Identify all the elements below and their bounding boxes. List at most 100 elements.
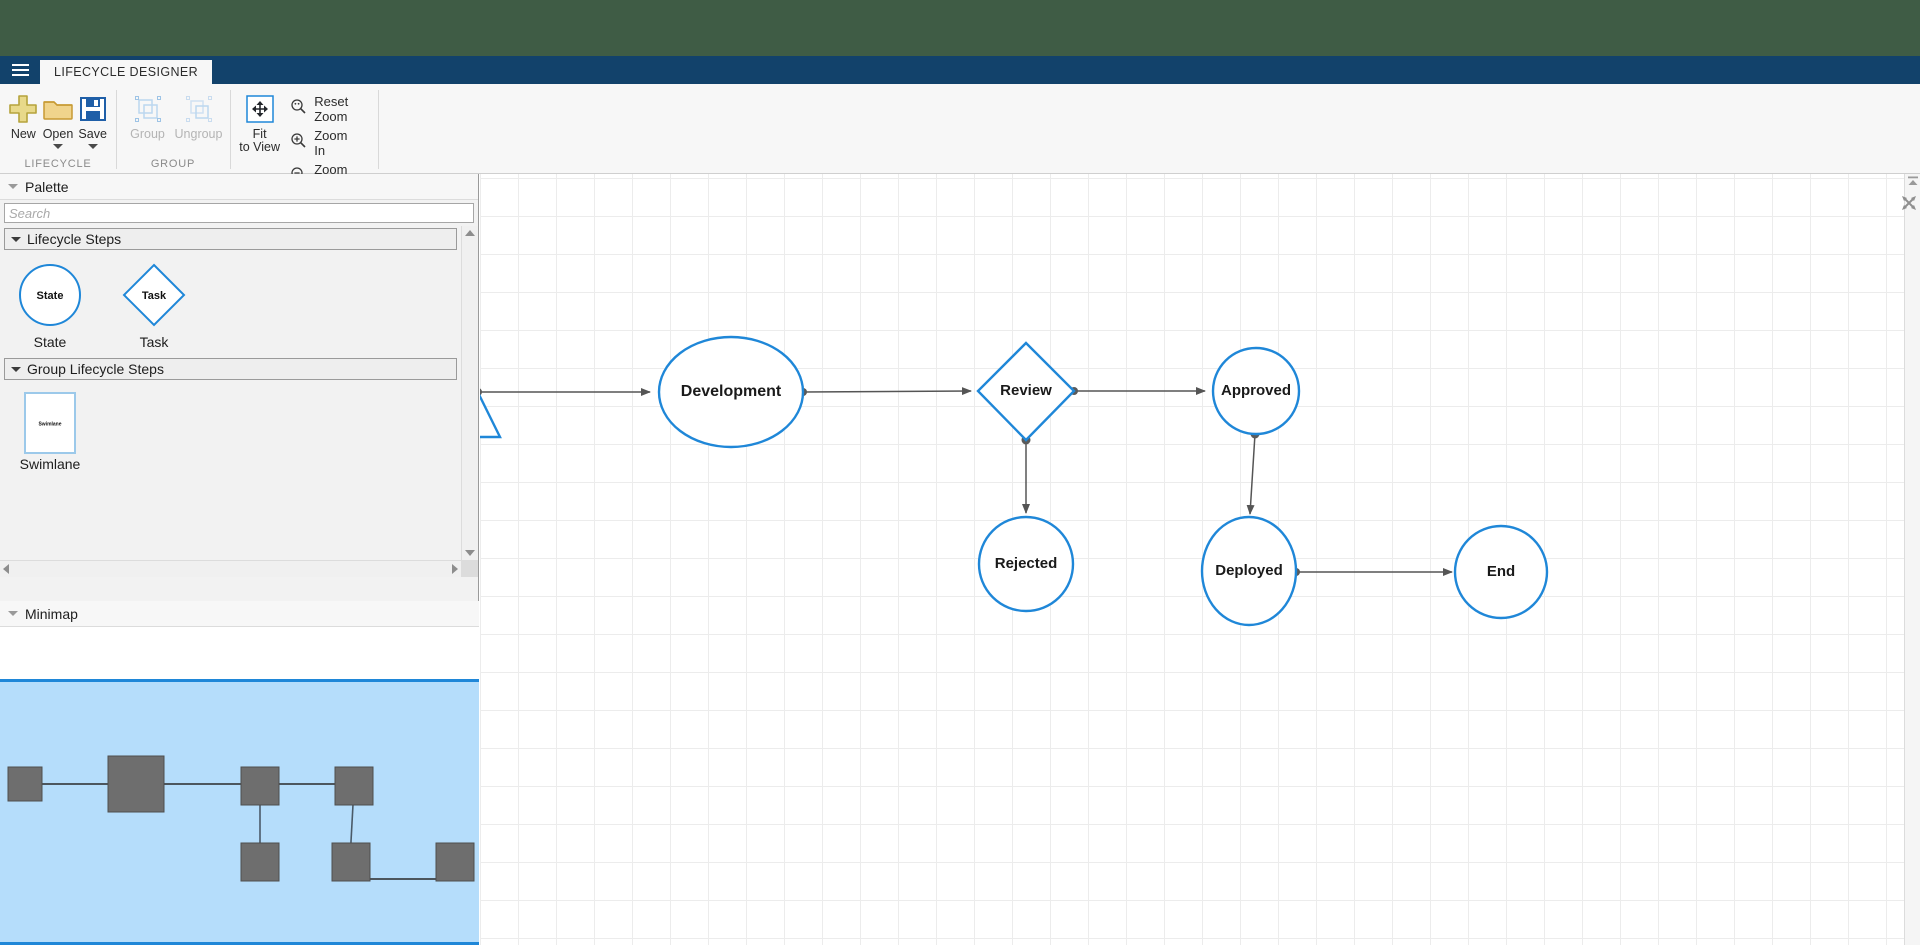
- port-dot: [480, 388, 482, 396]
- state-shape-label: State: [37, 290, 64, 302]
- open-label: Open: [42, 127, 74, 141]
- canvas-scroll-up-button[interactable]: [1905, 174, 1920, 190]
- chevron-down-icon[interactable]: [11, 236, 21, 242]
- edge-development-to-review[interactable]: [799, 387, 972, 396]
- canvas-vertical-scrollbar[interactable]: [1902, 174, 1920, 945]
- group-button[interactable]: Group: [122, 88, 173, 141]
- node-rejected[interactable]: Rejected: [977, 515, 1075, 613]
- fit-to-view-label-line2: to View: [239, 140, 280, 155]
- node-label-rejected: Rejected: [995, 555, 1058, 572]
- scroll-up-arrow-icon[interactable]: [465, 230, 475, 236]
- ungroup-button[interactable]: Ungroup: [173, 88, 224, 141]
- node-end[interactable]: End: [1453, 524, 1549, 620]
- node-approved[interactable]: Approved: [1211, 346, 1301, 436]
- state-circle-icon: State: [17, 258, 83, 332]
- palette-vertical-scrollbar[interactable]: [461, 226, 478, 560]
- open-button[interactable]: Open: [41, 88, 76, 150]
- title-bar: LIFECYCLE DESIGNER: [0, 56, 1920, 84]
- minimap-viewport[interactable]: [0, 679, 479, 945]
- minimap-canvas[interactable]: [0, 627, 479, 945]
- scroll-left-arrow-icon[interactable]: [3, 564, 9, 574]
- save-dropdown-caret-icon[interactable]: [87, 144, 98, 150]
- node-draft[interactable]: Draft: [480, 344, 502, 439]
- ribbon-empty-area: [378, 84, 1920, 173]
- palette-item-task[interactable]: Task Task: [108, 258, 200, 350]
- canvas-fit-arrows-icon[interactable]: [1900, 194, 1918, 212]
- ribbon-group-navigate: Fit to View: [230, 84, 378, 205]
- palette-item-swimlane[interactable]: Swimlane Swimlane: [4, 392, 96, 472]
- palette-title: Palette: [25, 178, 69, 195]
- ribbon-toolbar: New Open: [0, 84, 1920, 205]
- ungroup-icon: [184, 92, 214, 126]
- open-dropdown-caret-icon[interactable]: [53, 144, 63, 150]
- new-button[interactable]: New: [6, 88, 41, 141]
- category-title: Group Lifecycle Steps: [27, 361, 164, 377]
- node-label-approved: Approved: [1221, 382, 1291, 399]
- save-label: Save: [78, 127, 107, 141]
- ribbon-group-group: Group Ungroup: [116, 84, 230, 173]
- node-label-end: End: [1487, 563, 1515, 580]
- palette-item-caption: Swimlane: [19, 456, 81, 472]
- plus-icon: [8, 92, 38, 126]
- fit-to-view-icon: [245, 92, 274, 126]
- edge-approved-to-deployed[interactable]: [1246, 429, 1260, 515]
- node-label-deployed: Deployed: [1215, 562, 1283, 579]
- palette-item-caption: Task: [139, 334, 169, 350]
- ungroup-label: Ungroup: [174, 127, 223, 141]
- palette-body: Lifecycle Steps State State: [0, 226, 478, 577]
- tab-lifecycle-designer[interactable]: LIFECYCLE DESIGNER: [40, 60, 213, 84]
- category-group-lifecycle-steps[interactable]: Group Lifecycle Steps: [4, 358, 457, 380]
- edge-review-to-approved[interactable]: [1070, 387, 1206, 395]
- scroll-down-arrow-icon[interactable]: [465, 550, 475, 556]
- diagram-canvas[interactable]: Draft Development Review Approved Reject…: [480, 174, 1920, 945]
- zoom-in-button[interactable]: Zoom In: [287, 127, 364, 159]
- edge-draft-to-development[interactable]: [480, 388, 651, 396]
- minimap-node: [7, 766, 43, 802]
- desktop-backdrop: [0, 0, 1920, 56]
- ribbon-group-lifecycle: New Open: [0, 84, 116, 173]
- search-input[interactable]: [4, 203, 474, 223]
- task-diamond-icon: Task: [121, 258, 187, 332]
- scroll-right-arrow-icon[interactable]: [452, 564, 458, 574]
- minimap-graph: [7, 755, 475, 882]
- zoom-reset-icon: [290, 98, 307, 120]
- chevron-down-icon[interactable]: [8, 611, 18, 616]
- task-shape-label: Task: [142, 290, 167, 302]
- minimap-node: [107, 755, 165, 813]
- edge-deployed-to-end[interactable]: [1292, 568, 1453, 576]
- minimap-section-header[interactable]: Minimap: [0, 601, 479, 627]
- node-deployed[interactable]: Deployed: [1200, 515, 1298, 627]
- node-label-development: Development: [681, 383, 782, 400]
- node-review[interactable]: Review: [976, 341, 1076, 442]
- node-development[interactable]: Development: [657, 335, 805, 449]
- ribbon-group-label-group: GROUP: [150, 158, 196, 170]
- palette-search-row: [0, 200, 478, 226]
- reset-zoom-button[interactable]: Reset Zoom: [287, 93, 364, 125]
- group-icon: [133, 92, 163, 126]
- edge-review-to-rejected[interactable]: [1021, 435, 1031, 514]
- minimap-node: [331, 842, 371, 882]
- palette-item-state[interactable]: State State: [4, 258, 96, 350]
- minimap-node: [334, 766, 374, 806]
- hamburger-menu-icon[interactable]: [0, 56, 40, 84]
- palette-section-header[interactable]: Palette: [0, 174, 478, 200]
- diagram-graph: Draft Development Review Approved Reject…: [480, 335, 1549, 627]
- palette-items-group-lifecycle-steps: Swimlane Swimlane: [0, 380, 461, 472]
- node-label-review: Review: [1000, 382, 1052, 399]
- chevron-down-icon[interactable]: [11, 366, 21, 372]
- palette-horizontal-scrollbar[interactable]: [0, 560, 461, 577]
- scrollbar-corner: [461, 560, 478, 577]
- swimlane-rectangle-icon: Swimlane: [24, 392, 76, 454]
- fit-to-view-button[interactable]: Fit to View: [236, 88, 283, 154]
- palette-items-lifecycle-steps: State State Task Task: [0, 250, 461, 350]
- chevron-down-icon[interactable]: [8, 184, 18, 189]
- category-lifecycle-steps[interactable]: Lifecycle Steps: [4, 228, 457, 250]
- minimap-panel: Minimap: [0, 601, 479, 945]
- reset-zoom-label: Reset Zoom: [314, 94, 349, 124]
- save-button[interactable]: Save: [75, 88, 110, 150]
- new-label: New: [10, 127, 36, 141]
- left-panel: Palette Lifecycle Steps: [0, 174, 479, 945]
- minimap-node: [435, 842, 475, 882]
- minimap-title: Minimap: [25, 605, 78, 622]
- fit-to-view-label-line1: Fit: [252, 127, 267, 141]
